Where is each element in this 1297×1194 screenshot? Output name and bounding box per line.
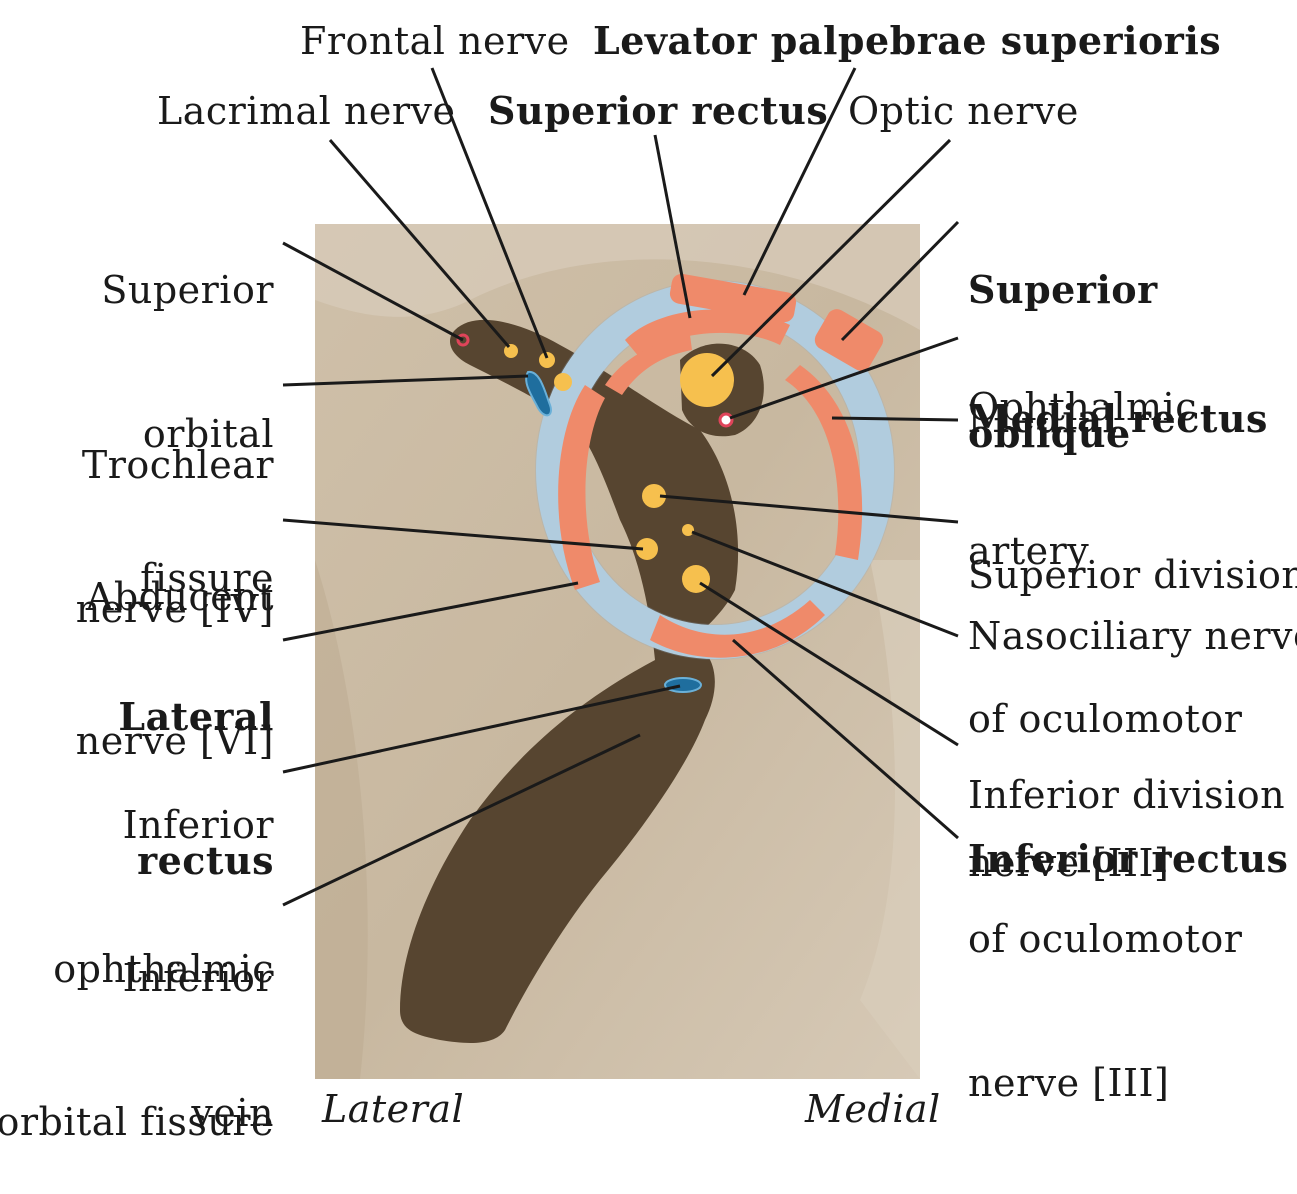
- label-nasociliary-nerve: Nasociliary nerve: [968, 612, 1297, 660]
- label-lacrimal-nerve: Lacrimal nerve: [157, 87, 456, 135]
- label-inferior-rectus: Inferior rectus: [968, 835, 1288, 883]
- nasociliary-nerve-mark: [682, 524, 694, 536]
- label-medial-orientation: Medial: [805, 1085, 941, 1133]
- label-lateral-orientation: Lateral: [322, 1085, 464, 1133]
- label-medial-rectus: Medial rectus: [968, 395, 1268, 443]
- leader-medial-rectus: [832, 418, 958, 420]
- label-frontal-nerve: Frontal nerve: [300, 17, 570, 65]
- trochlear-extra-mark: [554, 373, 572, 391]
- inferior-ophthalmic-vein-mark: [665, 678, 701, 692]
- ophthalmic-artery-mark: [720, 414, 732, 426]
- label-levator-palpebrae: Levator palpebrae superioris: [593, 17, 1221, 65]
- label-inferior-division-oculomotor: Inferior division of oculomotor nerve [I…: [968, 675, 1285, 1155]
- inf-div-oculomotor-mark: [682, 565, 710, 593]
- label-superior-rectus: Superior rectus: [488, 87, 828, 135]
- label-inferior-orbital-fissure: Inferior orbital fissure: [0, 858, 274, 1194]
- label-optic-nerve: Optic nerve: [848, 87, 1079, 135]
- lacrimal-nerve-mark: [504, 344, 518, 358]
